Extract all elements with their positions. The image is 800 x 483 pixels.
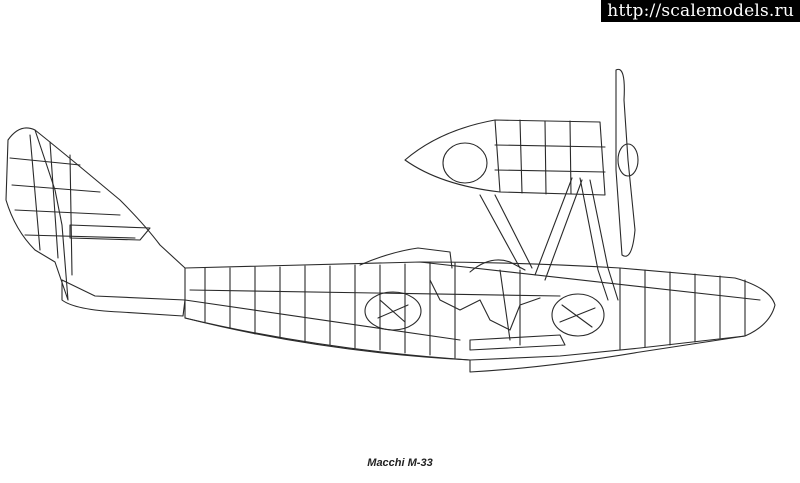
source-watermark: http://scalemodels.ru (601, 0, 800, 22)
figure-caption: Macchi M-33 (367, 457, 433, 469)
fuel-tank-rear (364, 291, 422, 331)
cockpit (359, 247, 526, 273)
engine-struts (479, 177, 619, 301)
engine-nacelle (404, 119, 606, 196)
internal-equipment (429, 269, 566, 351)
tail-plane (61, 224, 186, 317)
tail-fin (5, 127, 186, 301)
propeller (615, 68, 639, 257)
fuel-tank-front (551, 293, 605, 337)
hull (184, 261, 776, 373)
